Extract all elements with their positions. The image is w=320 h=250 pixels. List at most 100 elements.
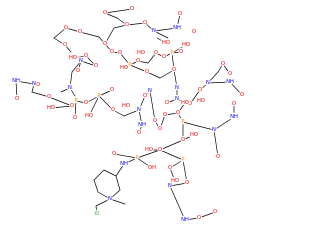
atom-label: O — [94, 63, 98, 69]
bond-line — [98, 89, 113, 97]
atom-label: O — [136, 58, 140, 64]
bond-line — [53, 27, 67, 39]
atom-label: O — [162, 54, 166, 60]
bond-line — [129, 60, 139, 66]
atom-label: O — [168, 165, 172, 171]
bond-line — [50, 105, 73, 109]
atom-label: O — [188, 101, 192, 107]
bond-line — [98, 95, 114, 111]
atom-label: O — [198, 87, 202, 93]
atom-label: HO — [47, 105, 55, 111]
atom-label: O — [47, 94, 51, 100]
atom-label: N — [148, 88, 152, 94]
atom-label: O — [112, 151, 116, 157]
bond-line — [65, 27, 81, 33]
atom-label: O — [70, 103, 74, 109]
atom-label-layer: O O O O HO N NH O O O HO O O O N N O O O… — [11, 5, 245, 224]
bond-line — [159, 69, 175, 79]
bond-line — [72, 55, 87, 59]
atom-label: HO — [190, 132, 198, 138]
atom-label: HO — [122, 103, 130, 109]
bond-line — [164, 112, 179, 116]
atom-label: O — [118, 50, 122, 56]
bond-line — [33, 83, 39, 86]
bond-line — [163, 52, 173, 58]
bond-line — [48, 96, 73, 107]
bond-line — [207, 71, 219, 84]
atom-label: O — [84, 100, 88, 106]
atom-label: P — [97, 93, 100, 99]
bond-line — [80, 60, 97, 67]
atom-label: P — [74, 98, 77, 104]
bond-line — [169, 167, 176, 182]
atom-label: O — [76, 68, 80, 74]
bond-line — [69, 87, 76, 97]
bond-line — [171, 51, 182, 54]
atom-label: P — [135, 155, 138, 161]
atom-label: N — [206, 80, 210, 86]
bond-line — [171, 52, 175, 71]
bond-line — [182, 134, 195, 141]
atom-label: O — [15, 96, 19, 102]
atom-label: HO — [171, 178, 179, 184]
atom-label: O — [178, 11, 182, 17]
atom-label: O — [158, 147, 162, 153]
atom-label: NH — [226, 79, 234, 85]
bond-line — [113, 24, 128, 29]
atom-label: O — [36, 82, 40, 88]
atom-label: N — [137, 107, 141, 113]
bond-line — [74, 100, 77, 119]
bond-line — [104, 12, 118, 19]
bond-line — [129, 64, 148, 73]
bond-line — [154, 120, 161, 130]
bond-line — [123, 109, 140, 117]
atom-label: HO — [85, 113, 93, 119]
atom-label: N — [32, 81, 36, 87]
atom-label: N — [212, 127, 216, 133]
bond-line — [138, 95, 146, 111]
bond-line — [144, 22, 155, 32]
atom-label: HO — [69, 55, 77, 61]
bond-line — [213, 129, 219, 158]
bond-line — [146, 71, 161, 79]
bond-line — [123, 64, 131, 69]
atom-label: HO — [120, 65, 128, 71]
bond-line — [95, 198, 111, 207]
atom-label: NH — [173, 25, 181, 31]
bond-line — [217, 63, 224, 73]
bond-line — [123, 157, 138, 165]
bond-line — [184, 217, 200, 221]
atom-label: O — [221, 61, 225, 67]
bond-line — [213, 116, 235, 131]
bond-line — [109, 198, 126, 205]
bond-line — [189, 89, 201, 105]
atom-label: N — [175, 96, 179, 102]
atom-label: O — [165, 100, 169, 106]
atom-label: OH — [148, 165, 156, 171]
bond-line — [229, 81, 243, 96]
bond-line — [169, 159, 184, 169]
bond-line — [153, 30, 169, 39]
bond-line — [177, 112, 184, 123]
atom-label: O — [143, 20, 147, 26]
bond-line — [137, 60, 149, 64]
bond-line — [98, 36, 106, 45]
bond-line — [149, 90, 156, 122]
atom-label: NH — [181, 217, 189, 223]
atom-label: N — [108, 196, 112, 202]
bond-line — [159, 149, 184, 161]
atom-label: Cl — [94, 211, 99, 217]
bond-line — [64, 44, 72, 53]
bond-line — [75, 100, 87, 104]
bond-line — [199, 82, 209, 91]
atom-label: HO — [145, 147, 153, 153]
bond-line — [176, 13, 181, 29]
atom-label: NH — [120, 161, 128, 167]
atom-label: N — [175, 85, 179, 91]
atom-label: P — [181, 157, 184, 163]
bond-line — [126, 22, 146, 26]
atom-label: NH — [138, 122, 146, 128]
bond-line — [171, 44, 187, 54]
bond-layer — [15, 8, 243, 221]
bond-line — [136, 149, 161, 159]
